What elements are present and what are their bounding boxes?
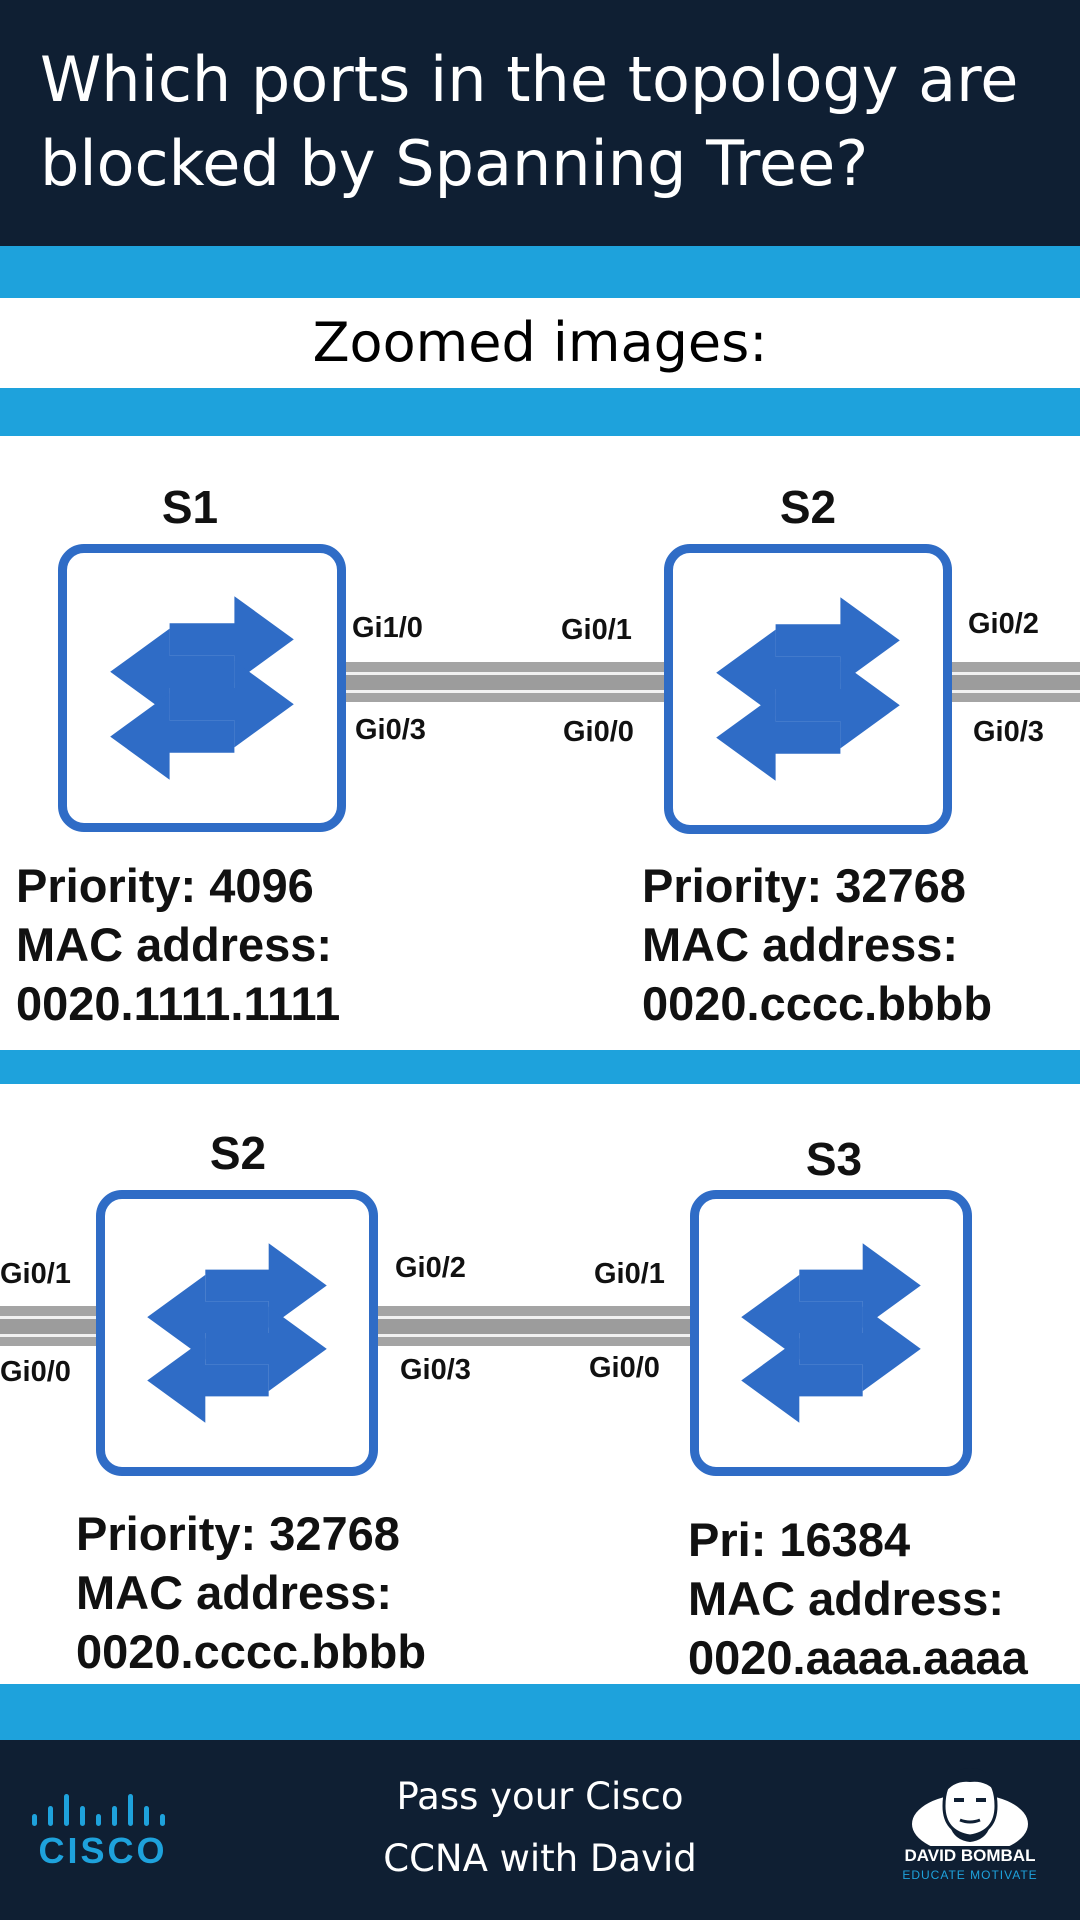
port-label: Gi0/3	[355, 714, 426, 746]
arrow-left-icon	[741, 1338, 863, 1423]
switch-name: S1	[161, 481, 219, 533]
mac-value: 0020.cccc.bbbb	[642, 977, 993, 1030]
tagline-line-1: Pass your Cisco	[396, 1775, 684, 1818]
port-label: Gi0/3	[973, 716, 1044, 748]
link-s1-s2	[340, 662, 672, 702]
port-label: Gi0/3	[400, 1354, 471, 1386]
port-label: Gi0/2	[395, 1252, 466, 1284]
link-s2-s3	[374, 1306, 698, 1346]
section-label: Zoomed images:	[312, 311, 768, 374]
cisco-logo: CISCO	[28, 1788, 178, 1878]
mac-label: MAC address:	[642, 918, 959, 971]
switch-info: Priority: 32768 MAC address: 0020.cccc.b…	[76, 1504, 426, 1681]
david-bombal-logo: DAVID BOMBAL EDUCATE MOTIVATE	[900, 1762, 1040, 1912]
arrow-left-icon	[716, 694, 841, 781]
bombal-tagline: EDUCATE MOTIVATE	[902, 1868, 1038, 1882]
port-label: Gi0/1	[594, 1258, 665, 1290]
arrow-left-icon	[110, 693, 235, 780]
bottom-zoom-panel: S2 Gi0/1 Gi0/0 Gi0/2 Gi0/3 Priority: 327…	[0, 1084, 1080, 1684]
port-label: Gi0/1	[561, 614, 632, 646]
mac-value: 0020.cccc.bbbb	[76, 1625, 427, 1678]
divider-band	[0, 246, 1080, 298]
arrow-right-icon	[799, 1306, 921, 1392]
divider-band	[0, 1050, 1080, 1084]
switch-arrows-icon	[110, 596, 294, 780]
arrow-left-icon	[741, 1274, 863, 1360]
cisco-bars-icon	[32, 1794, 165, 1826]
arrow-left-icon	[147, 1274, 269, 1360]
arrow-right-icon	[205, 1243, 327, 1328]
question-line-1: Which ports in the topology are	[40, 43, 1019, 116]
divider-band	[0, 388, 1080, 436]
port-label: Gi0/0	[563, 716, 634, 748]
arrow-right-icon	[205, 1306, 327, 1392]
network-switch-icon	[664, 544, 952, 834]
priority-text: Priority: 4096	[16, 859, 314, 912]
arrow-right-icon	[775, 597, 900, 684]
mac-label: MAC address:	[76, 1566, 393, 1619]
tagline-line-2: CCNA with David	[383, 1837, 697, 1880]
switch-info: Priority: 4096 MAC address: 0020.1111.11…	[16, 856, 340, 1033]
port-label: Gi0/0	[0, 1356, 71, 1388]
port-label: Gi1/0	[352, 612, 423, 644]
divider-band	[0, 1684, 1080, 1740]
mac-label: MAC address:	[16, 918, 333, 971]
footer-tagline: Pass your Cisco CCNA with David	[330, 1766, 750, 1890]
port-label: Gi0/1	[0, 1258, 71, 1290]
arrow-right-icon	[169, 596, 294, 683]
switch-name: S2	[209, 1127, 267, 1179]
switch-name: S2	[779, 481, 837, 533]
port-label: Gi0/2	[968, 608, 1039, 640]
priority-text: Priority: 32768	[76, 1507, 400, 1560]
question-header	[0, 0, 1080, 246]
bombal-name: DAVID BOMBAL	[904, 1846, 1036, 1865]
priority-text: Priority: 32768	[642, 859, 966, 912]
link-s2-offscreen	[948, 662, 1080, 702]
mac-label: MAC address:	[688, 1572, 1005, 1625]
link-offscreen-s2	[0, 1306, 100, 1346]
switch-name: S3	[805, 1133, 863, 1185]
footer	[0, 1740, 1080, 1920]
question-line-2: blocked by Spanning Tree?	[40, 127, 869, 200]
question-title: Which ports in the topology are blocked …	[40, 38, 1050, 206]
top-zoom-panel: S1 Gi1/0 Gi0/3 Priority: 4096 MAC addres…	[0, 436, 1080, 1050]
network-switch-icon	[96, 1190, 378, 1476]
network-switch-icon	[58, 544, 346, 832]
arrow-right-icon	[775, 662, 900, 749]
switch-arrows-icon	[741, 1243, 921, 1423]
switch-info: Priority: 32768 MAC address: 0020.cccc.b…	[642, 856, 992, 1033]
portrait-icon	[912, 1768, 1028, 1854]
switch-arrows-icon	[147, 1243, 327, 1423]
arrow-left-icon	[716, 629, 841, 716]
switch-arrows-icon	[716, 597, 900, 781]
priority-text: Pri: 16384	[688, 1513, 911, 1566]
arrow-left-icon	[147, 1338, 269, 1423]
arrow-right-icon	[169, 661, 294, 748]
mac-value: 0020.aaaa.aaaa	[688, 1631, 1028, 1684]
arrow-left-icon	[110, 628, 235, 715]
mac-value: 0020.1111.1111	[16, 977, 341, 1030]
switch-info: Pri: 16384 MAC address: 0020.aaaa.aaaa	[688, 1510, 1028, 1687]
cisco-wordmark: CISCO	[38, 1830, 168, 1871]
arrow-right-icon	[799, 1243, 921, 1328]
port-label: Gi0/0	[589, 1352, 660, 1384]
network-switch-icon	[690, 1190, 972, 1476]
